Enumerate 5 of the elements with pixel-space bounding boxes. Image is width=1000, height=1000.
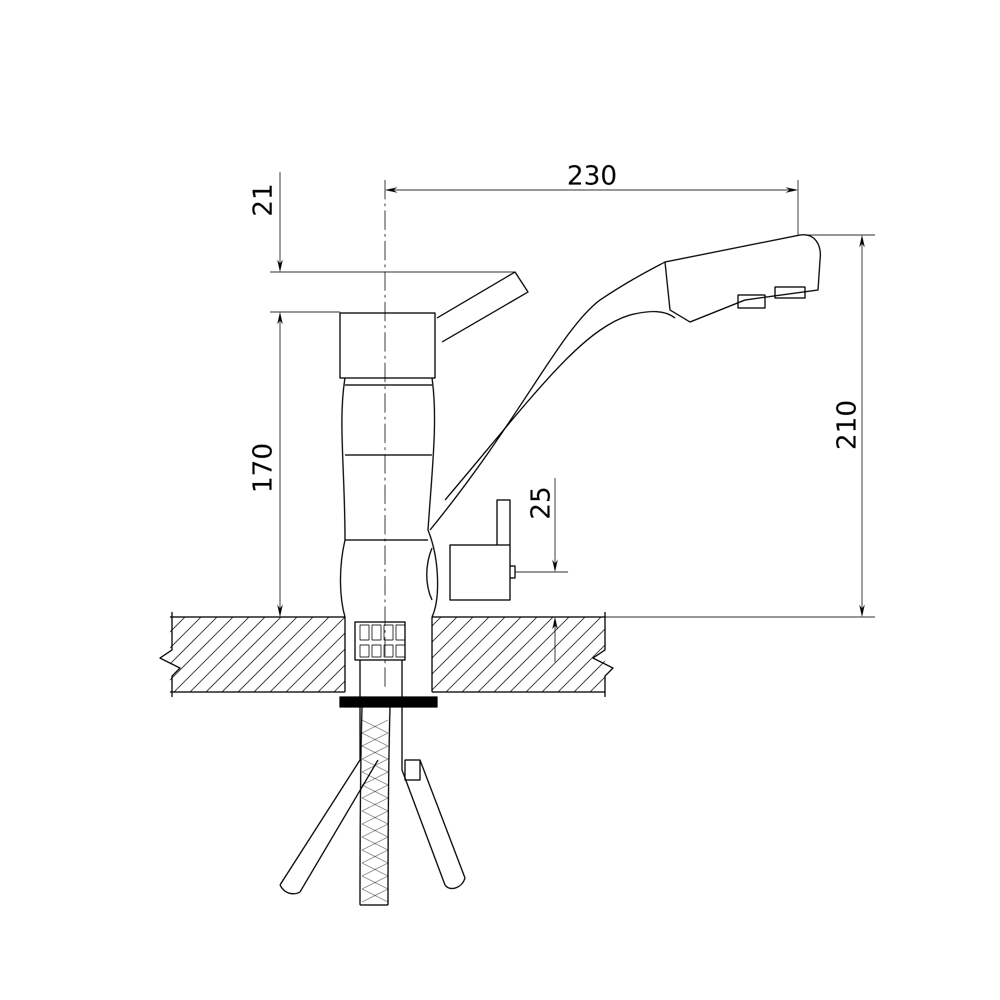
dimension-label: 25	[530, 488, 550, 518]
dimension-label: 21	[252, 186, 272, 215]
dimension-label: 230	[568, 165, 616, 185]
dimension-label: 170	[252, 444, 272, 490]
dimension-label: 210	[836, 402, 856, 448]
